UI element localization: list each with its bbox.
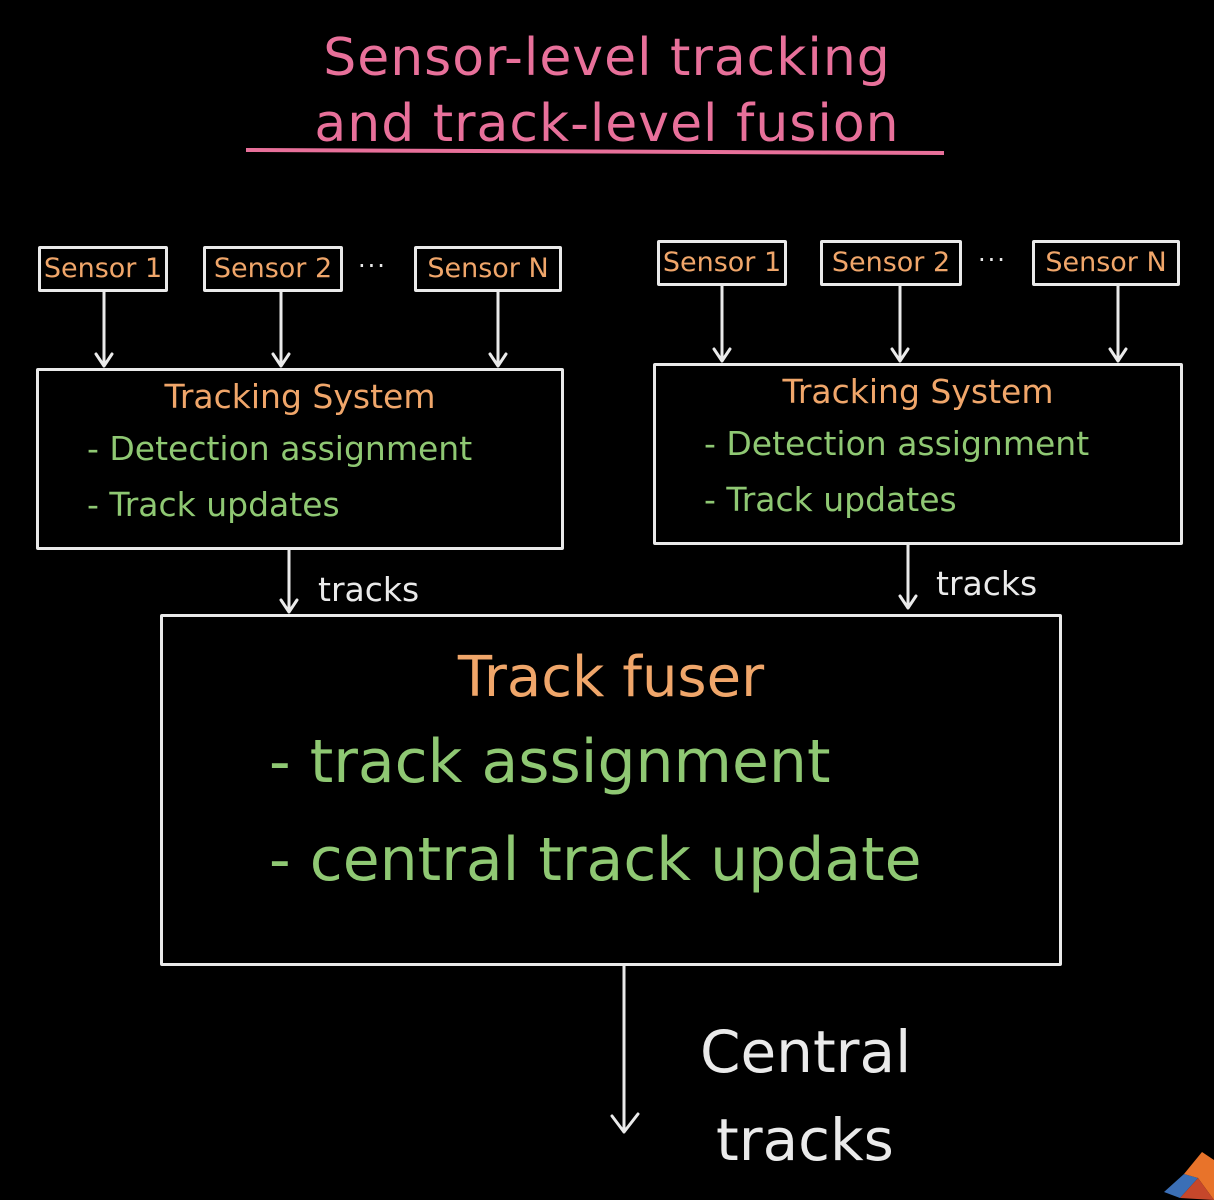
left-detection-assignment-item: - Detection assignment (87, 429, 473, 468)
matlab-logo-icon (1164, 1152, 1214, 1200)
right-tracks-label: tracks (936, 564, 1038, 603)
right-sensor-2-arrow (890, 284, 910, 363)
right-detection-assignment-item: - Detection assignment (704, 424, 1090, 463)
left-sensor-n-arrow (488, 290, 508, 368)
right-sensor-2-box: Sensor 2 (820, 240, 962, 286)
right-track-updates-item: - Track updates (704, 480, 957, 519)
track-fuser-title: Track fuser (457, 645, 765, 710)
central-tracks-label-line-1: Central (700, 1018, 912, 1086)
central-track-update-item: - central track update (269, 825, 922, 895)
right-sensor-n-box: Sensor N (1032, 240, 1180, 286)
diagram-title-line-1: Sensor-level tracking (323, 28, 891, 88)
right-tracks-arrow (898, 543, 918, 610)
left-tracks-label: tracks (318, 570, 420, 609)
left-sensor-1-arrow (94, 290, 114, 368)
left-tracking-system-title: Tracking System (164, 377, 436, 416)
left-sensor-2-arrow (271, 290, 291, 368)
right-sensor-1-arrow (712, 284, 732, 363)
left-tracking-system-box: Tracking System - Detection assignment -… (36, 368, 564, 550)
right-sensor-n-arrow (1108, 284, 1128, 363)
central-tracks-arrow (610, 964, 640, 1134)
left-sensor-n-box: Sensor N (414, 246, 562, 292)
right-sensor-1-box: Sensor 1 (657, 240, 787, 286)
left-sensor-ellipsis: ··· (358, 252, 387, 280)
left-tracks-arrow (279, 548, 299, 614)
right-tracking-system-title: Tracking System (782, 372, 1054, 411)
track-fuser-box: Track fuser - track assignment - central… (160, 614, 1062, 966)
central-tracks-label-line-2: tracks (716, 1106, 894, 1174)
left-sensor-1-box: Sensor 1 (38, 246, 168, 292)
track-assignment-item: - track assignment (269, 727, 831, 797)
right-sensor-ellipsis: ··· (978, 246, 1007, 274)
right-tracking-system-box: Tracking System - Detection assignment -… (653, 363, 1183, 545)
diagram-title-line-2: and track-level fusion (314, 94, 900, 154)
left-track-updates-item: - Track updates (87, 485, 340, 524)
left-sensor-2-box: Sensor 2 (203, 246, 343, 292)
